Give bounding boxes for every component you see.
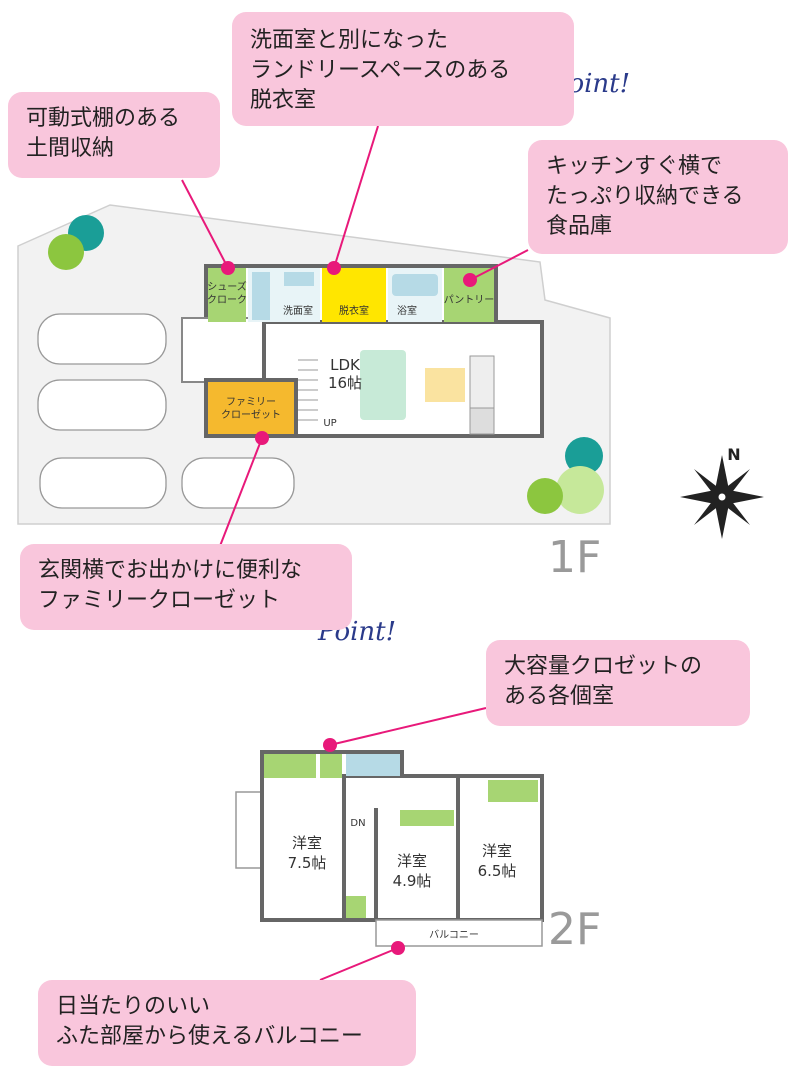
label-pantry: パントリー (444, 294, 495, 306)
label-room-b-2: 4.9帖 (393, 872, 432, 890)
label-family-closet-2: クローゼット (221, 409, 281, 421)
compass-north-label: N (727, 445, 740, 464)
label-room-a-2: 7.5帖 (288, 854, 327, 872)
callout-family-closet: 玄関横でお出かけに便利な ファミリークローゼット (20, 544, 352, 630)
leader-lines (181, 125, 529, 981)
label-ldk-2: 16帖 (328, 374, 362, 392)
label-dn: DN (350, 818, 365, 829)
label-room-b-1: 洋室 (397, 852, 427, 870)
label-up: UP (323, 418, 336, 429)
label-bath: 浴室 (397, 304, 417, 317)
floor-label-2f: 2F (548, 904, 601, 955)
callout-laundry: 洗面室と別になった ランドリースペースのある 脱衣室 (232, 12, 574, 126)
tree-icon (48, 215, 104, 270)
first-floor-plan (181, 264, 544, 438)
tree-icon (527, 437, 604, 514)
label-dressing: 脱衣室 (339, 304, 369, 317)
label-shoe-closet-2: クローク (207, 294, 247, 306)
label-shoe-closet-1: シューズ (207, 280, 247, 293)
second-floor-plan (235, 750, 544, 947)
label-ldk-1: LDK (330, 356, 361, 374)
callout-closets-2f: 大容量クロゼットの ある各個室 (486, 640, 750, 726)
label-room-c-1: 洋室 (482, 842, 512, 860)
dressing-room (322, 268, 386, 322)
callout-pantry: キッチンすぐ横で たっぷり収納できる 食品庫 (528, 140, 788, 254)
label-balcony: バルコニー (429, 929, 479, 941)
label-washroom: 洗面室 (283, 304, 313, 317)
family-closet (208, 382, 294, 434)
callout-balcony: 日当たりのいい ふた部屋から使えるバルコニー (38, 980, 416, 1066)
shoe-closet (208, 268, 246, 322)
car-icon (37, 313, 295, 509)
compass-icon (680, 455, 764, 539)
label-room-a-1: 洋室 (292, 834, 322, 852)
label-family-closet-1: ファミリー (226, 397, 276, 408)
floor-label-1f: 1F (548, 532, 601, 583)
leader-dots (221, 261, 477, 955)
label-room-c-2: 6.5帖 (478, 862, 517, 880)
callout-shoes: 可動式棚のある 土間収納 (8, 92, 220, 178)
